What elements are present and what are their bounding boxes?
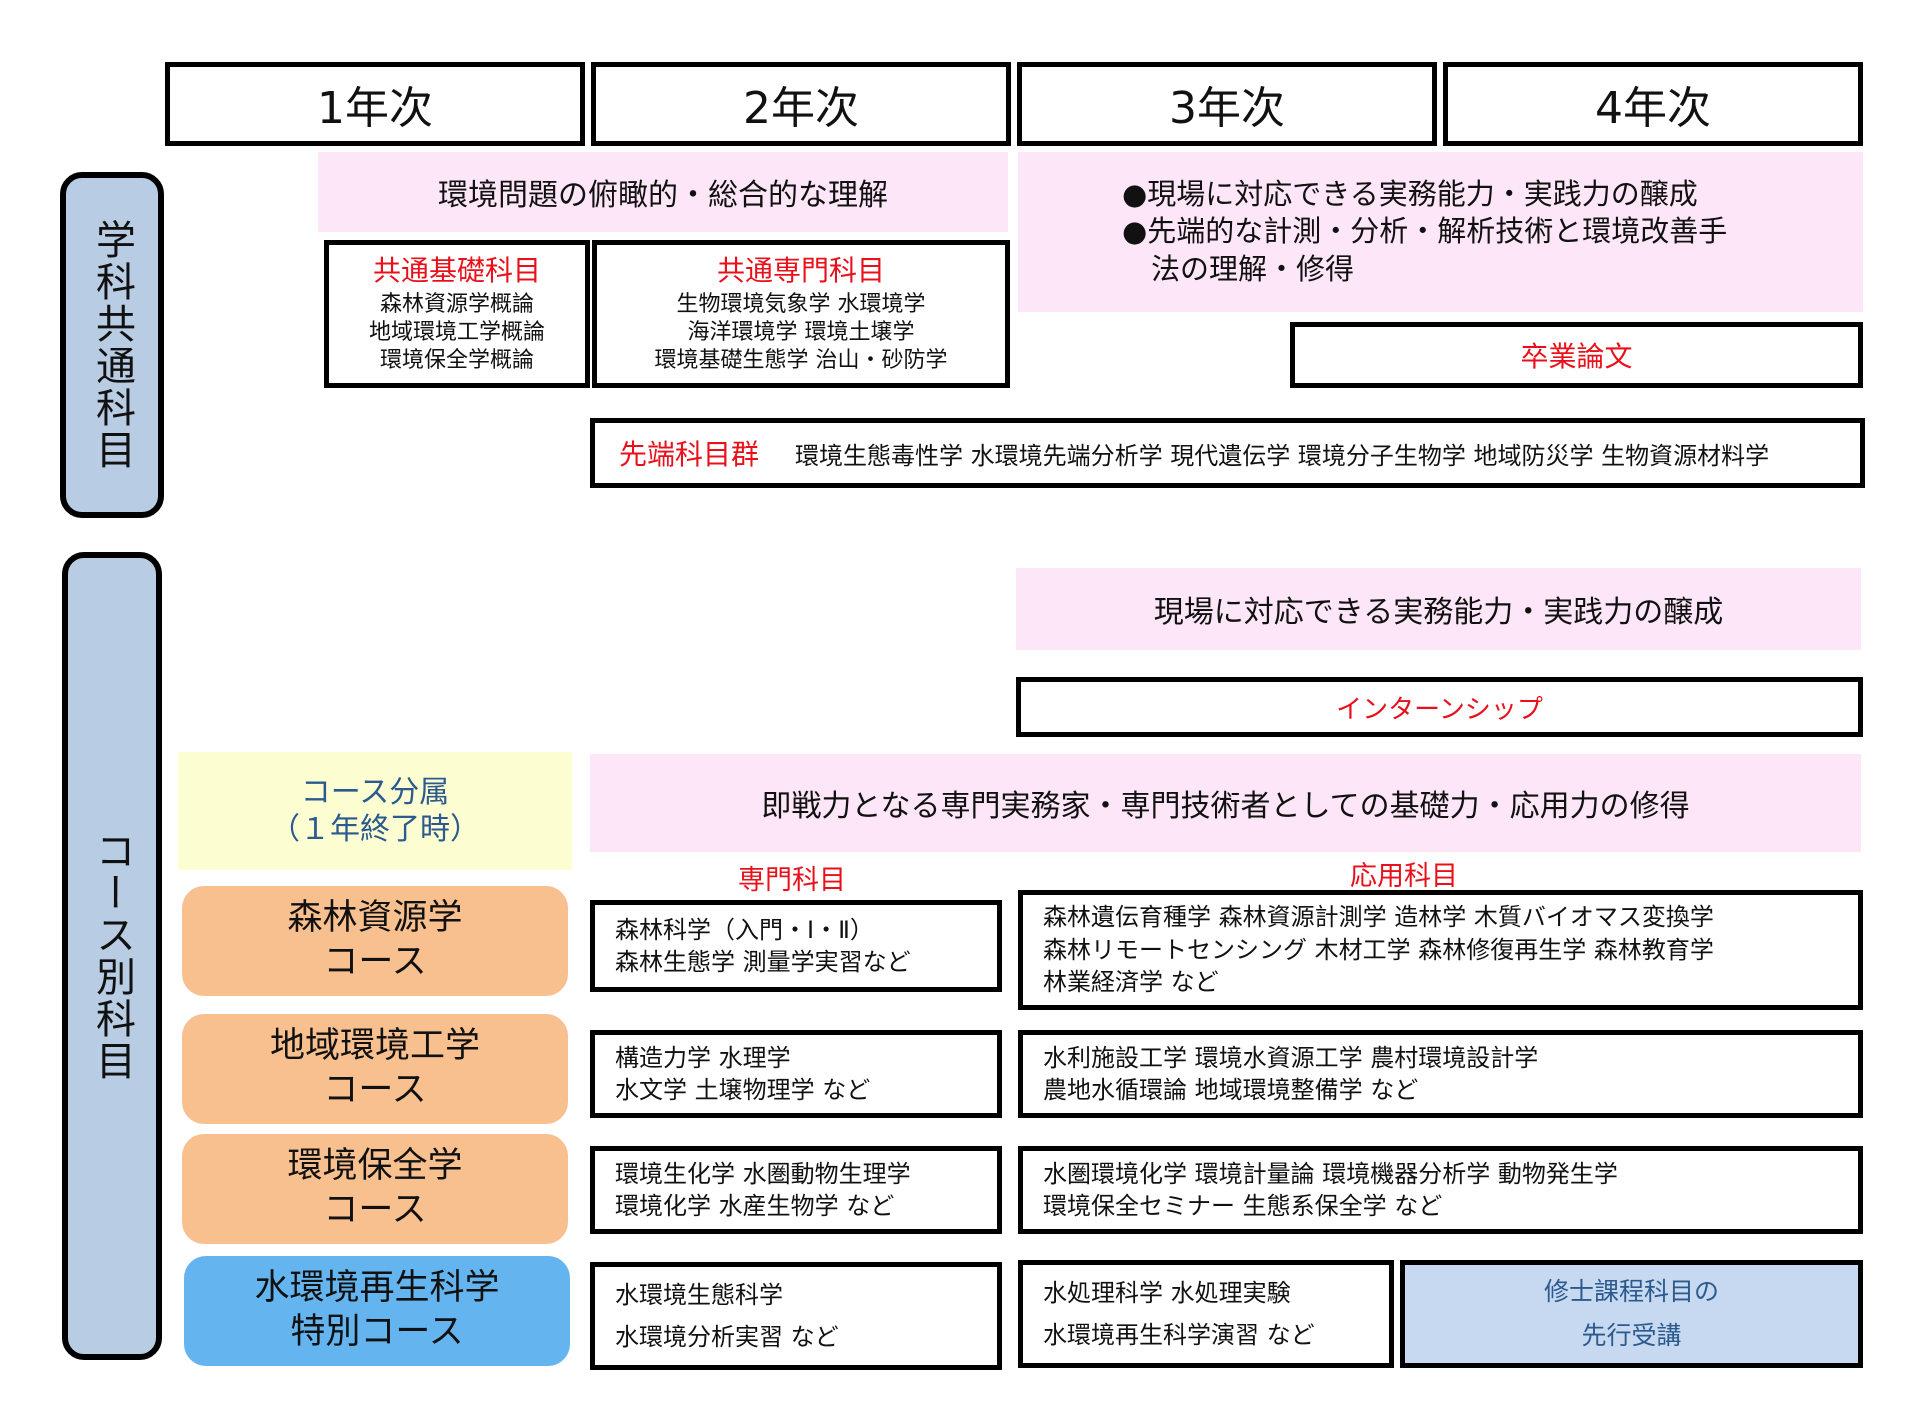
subject-line: 環境生化学 水圏動物生理学 <box>615 1159 911 1188</box>
subject-line: 環境保全セミナー 生態系保全学 など <box>1043 1192 1443 1220</box>
subject-item: 生物環境気象学 水環境学 <box>676 291 926 317</box>
course-water-environment-special: 水環境再生科学 特別コース <box>184 1256 570 1366</box>
specialized-subjects-regional: 構造力学 水理学 水文学 土壌物理学 など <box>590 1030 1002 1118</box>
subject-line: 農地水循環論 地域環境整備学 など <box>1043 1076 1419 1104</box>
subject-line: 水環境生態科学 <box>615 1281 783 1309</box>
course-forest-resources: 森林資源学 コース <box>182 886 568 996</box>
goal-practical-text: 現場に対応できる実務能力・実践力の醸成 <box>1153 595 1724 630</box>
year-header-2: 2年次 <box>591 62 1011 146</box>
year-header-1: 1年次 <box>165 62 585 146</box>
year-label: 1年次 <box>317 83 433 134</box>
course-subjects-label: コース別科目 <box>62 552 162 1360</box>
subject-line: 水文学 土壌物理学 など <box>615 1076 871 1104</box>
column-header-specialized: 専門科目 <box>738 865 846 896</box>
advanced-subjects-title: 先端科目群 <box>619 438 760 471</box>
common-specialized-title: 共通専門科目 <box>716 253 885 287</box>
course-assignment-line: （１年終了時） <box>270 812 480 847</box>
applied-subjects-forest: 森林遺伝育種学 森林資源計測学 造林学 木質バイオマス変換学 森林リモートセンシ… <box>1018 890 1863 1010</box>
graduate-line: 先行受講 <box>1581 1321 1682 1350</box>
internship-label: インターンシップ <box>1336 694 1543 725</box>
goal-foundation-text: 即戦力となる専門実務家・専門技術者としての基礎力・応用力の修得 <box>761 789 1690 824</box>
subject-line: 構造力学 水理学 <box>615 1043 791 1072</box>
specialized-subjects-forest: 森林科学（入門・Ⅰ・Ⅱ） 森林生態学 測量学実習など <box>590 900 1002 992</box>
internship: インターンシップ <box>1016 677 1863 737</box>
subject-line: 水環境再生科学演習 など <box>1043 1321 1315 1349</box>
graduate-line: 修士課程科目の <box>1543 1277 1719 1307</box>
subject-item: 環境保全学概論 <box>379 347 534 373</box>
course-name: 森林資源学 <box>287 898 463 939</box>
year-header-4: 4年次 <box>1443 62 1863 146</box>
year-label: 3年次 <box>1169 83 1285 134</box>
goal-line: ●現場に対応できる実務能力・実践力の醸成 <box>1122 177 1698 212</box>
year-header-3: 3年次 <box>1017 62 1437 146</box>
specialized-subjects-conservation: 環境生化学 水圏動物生理学 環境化学 水産生物学 など <box>590 1146 1002 1234</box>
course-name: コース <box>323 1190 427 1230</box>
goal-line: ●先端的な計測・分析・解析技術と環境改善手 <box>1122 214 1728 249</box>
subject-item: 環境基礎生態学 治山・砂防学 <box>654 347 948 373</box>
applied-subjects-regional: 水利施設工学 環境水資源工学 農村環境設計学 農地水循環論 地域環境整備学 など <box>1018 1030 1863 1118</box>
goal-practical: 現場に対応できる実務能力・実践力の醸成 <box>1016 568 1861 650</box>
course-name: コース <box>323 942 427 982</box>
subject-line: 水圏環境化学 環境計量論 環境機器分析学 動物発生学 <box>1043 1159 1618 1188</box>
subject-line: 森林生態学 測量学実習など <box>615 948 911 976</box>
advanced-subjects-list: 環境生態毒性学 水環境先端分析学 現代遺伝学 環境分子生物学 地域防災学 生物資… <box>795 441 1770 470</box>
course-name: 地域環境工学 <box>269 1026 480 1067</box>
subject-line: 水環境分析実習 など <box>615 1323 839 1351</box>
graduation-thesis: 卒業論文 <box>1290 322 1863 388</box>
column-header-applied: 応用科目 <box>1350 861 1458 892</box>
subject-line: 環境化学 水産生物学 など <box>615 1192 895 1220</box>
goal-overview: 環境問題の俯瞰的・総合的な理解 <box>318 152 1008 232</box>
goal-overview-text: 環境問題の俯瞰的・総合的な理解 <box>438 178 888 213</box>
course-assignment: コース分属 （１年終了時） <box>178 752 572 870</box>
advanced-subjects: 先端科目群 環境生態毒性学 水環境先端分析学 現代遺伝学 環境分子生物学 地域防… <box>590 418 1865 488</box>
graduate-courses-advance: 修士課程科目の 先行受講 <box>1400 1260 1863 1368</box>
common-specialized-subjects: 共通専門科目 生物環境気象学 水環境学 海洋環境学 環境土壌学 環境基礎生態学 … <box>592 240 1010 388</box>
course-assignment-line: コース分属 <box>300 774 450 810</box>
applied-subjects-conservation: 水圏環境化学 環境計量論 環境機器分析学 動物発生学 環境保全セミナー 生態系保… <box>1018 1146 1863 1234</box>
year-label: 4年次 <box>1595 83 1711 134</box>
course-name: 環境保全学 <box>287 1146 463 1187</box>
subject-line: 森林遺伝育種学 森林資源計測学 造林学 木質バイオマス変換学 <box>1043 903 1714 932</box>
subject-item: 海洋環境学 環境土壌学 <box>687 319 915 345</box>
goal-line: 法の理解・修得 <box>1122 251 1355 286</box>
subject-item: 森林資源学概論 <box>379 291 534 317</box>
common-basic-title: 共通基礎科目 <box>372 253 541 287</box>
common-basic-subjects: 共通基礎科目 森林資源学概論 地域環境工学概論 環境保全学概論 <box>324 240 590 388</box>
common-subjects-label: 学科共通科目 <box>60 172 164 518</box>
year-label: 2年次 <box>743 83 859 134</box>
course-regional-environmental-engineering: 地域環境工学 コース <box>182 1014 568 1124</box>
subject-line: 水利施設工学 環境水資源工学 農村環境設計学 <box>1043 1043 1539 1072</box>
subject-line: 森林リモートセンシング 木材工学 森林修復再生学 森林教育学 <box>1043 935 1714 964</box>
subject-line: 森林科学（入門・Ⅰ・Ⅱ） <box>615 915 874 944</box>
course-name: コース <box>323 1070 427 1110</box>
goal-practical-advanced: ●現場に対応できる実務能力・実践力の醸成 ●先端的な計測・分析・解析技術と環境改… <box>1018 152 1863 312</box>
course-name: 水環境再生科学 <box>254 1268 500 1309</box>
common-subjects-text: 学科共通科目 <box>89 219 135 471</box>
graduation-thesis-label: 卒業論文 <box>1520 340 1633 373</box>
specialized-subjects-water: 水環境生態科学 水環境分析実習 など <box>590 1262 1002 1370</box>
subject-item: 地域環境工学概論 <box>368 319 545 345</box>
subject-line: 水処理科学 水処理実験 <box>1043 1279 1291 1307</box>
applied-subjects-water: 水処理科学 水処理実験 水環境再生科学演習 など <box>1018 1260 1394 1368</box>
course-subjects-text: コース別科目 <box>89 830 135 1082</box>
course-environmental-conservation: 環境保全学 コース <box>182 1134 568 1244</box>
goal-foundation: 即戦力となる専門実務家・専門技術者としての基礎力・応用力の修得 <box>590 754 1861 852</box>
course-name: 特別コース <box>290 1312 464 1352</box>
subject-line: 林業経済学 など <box>1043 968 1219 997</box>
